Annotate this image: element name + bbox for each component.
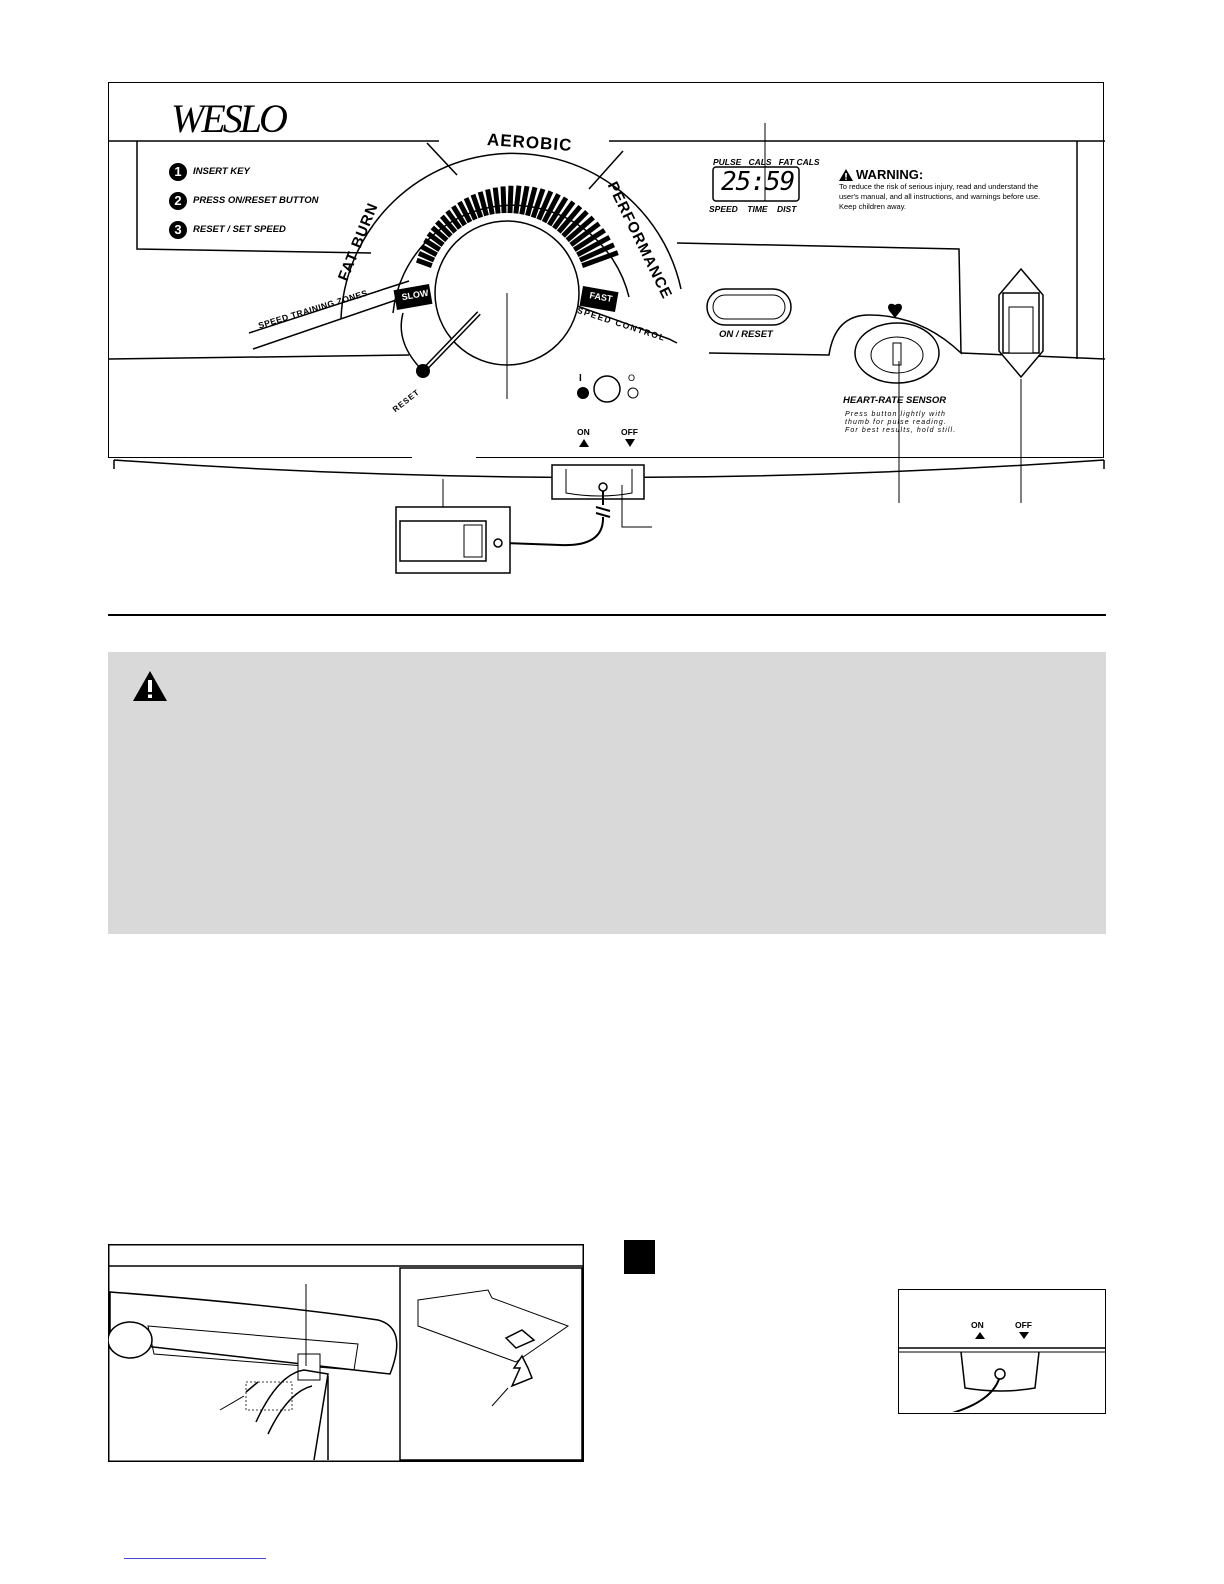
speed-bar (423, 237, 442, 252)
step-item: 2 PRESS ON/RESET BUTTON (169, 186, 318, 215)
switch-detail-box: ON OFF (898, 1289, 1106, 1414)
display-value: 25:59 (721, 167, 795, 197)
speed-bar (426, 231, 445, 247)
speed-bar (530, 188, 546, 219)
speed-bar (581, 250, 619, 268)
speed-scale-bars (415, 185, 619, 268)
step-text: PRESS ON/RESET BUTTON (193, 195, 319, 206)
warning-triangle-icon (839, 168, 853, 181)
speed-bar (435, 219, 453, 238)
speed-bar (561, 209, 589, 238)
speed-bar (572, 228, 606, 252)
display-top-labels: PULSE CALS FAT CALS (713, 157, 820, 167)
on-label: ON (577, 427, 590, 437)
display-bottom-labels: SPEED TIME DIST (709, 204, 797, 214)
speed-bar (420, 244, 438, 258)
heart-rate-sensor-title: HEART-RATE SENSOR (843, 395, 947, 406)
speed-bar (569, 221, 601, 247)
power-off-symbol: O (628, 373, 636, 383)
step-list: 1 INSERT KEY 2 PRESS ON/RESET BUTTON 3 R… (169, 157, 318, 244)
speed-bar (417, 251, 436, 263)
speed-bar (500, 186, 507, 214)
heart-rate-instructions: Press button lightly with thumb for puls… (845, 411, 957, 434)
speed-bar (541, 193, 561, 224)
speed-bar (536, 190, 554, 221)
console-panel: WESLO 1 INSERT KEY 2 PRESS ON/RESET BUTT… (108, 82, 1106, 503)
warning-panel (108, 652, 1106, 934)
speed-bar (477, 191, 489, 217)
speed-bar (415, 257, 433, 268)
on-reset-label: ON / RESET (719, 329, 773, 340)
warning-title: WARNING: (856, 167, 924, 182)
speed-bar (565, 215, 595, 243)
step-text: INSERT KEY (193, 166, 250, 177)
step-number-badge: 3 (169, 220, 187, 239)
step-text: RESET / SET SPEED (193, 224, 286, 235)
speed-bar (552, 200, 576, 230)
brand-logo: WESLO (171, 96, 288, 141)
speed-bar (457, 200, 473, 224)
warning-triangle-icon (133, 671, 167, 701)
console-warning: WARNING: To reduce the risk of serious i… (839, 167, 1041, 211)
footer-link-line (124, 1558, 266, 1559)
speed-bar (578, 242, 616, 263)
speed-bar (547, 196, 569, 227)
speed-bar (439, 214, 458, 234)
speed-bar (556, 204, 583, 234)
power-on-symbol: I (579, 373, 582, 384)
off-label: OFF (621, 427, 638, 437)
console-underside-illustration (108, 1244, 584, 1462)
speed-bar (470, 193, 484, 219)
speed-bar (525, 186, 538, 217)
speed-bar (485, 189, 495, 215)
speed-bar (492, 187, 501, 214)
speed-bar (445, 209, 462, 230)
detail-on-label: ON (971, 1320, 984, 1330)
step-number-badge: 2 (169, 191, 187, 210)
speed-bar (576, 235, 611, 258)
detail-off-label: OFF (1015, 1320, 1032, 1330)
step-number-badge: 1 (169, 162, 187, 181)
speed-bar (507, 185, 514, 214)
step-item: 3 RESET / SET SPEED (169, 215, 318, 244)
console-base-illustration (113, 455, 1105, 574)
section-divider (108, 614, 1106, 616)
speed-bar (519, 185, 530, 215)
step-item: 1 INSERT KEY (169, 157, 318, 186)
speed-bar (513, 185, 522, 214)
speed-bar (430, 225, 449, 243)
step-marker (624, 1240, 655, 1274)
speed-bar (451, 205, 467, 227)
speed-bar (463, 197, 478, 221)
